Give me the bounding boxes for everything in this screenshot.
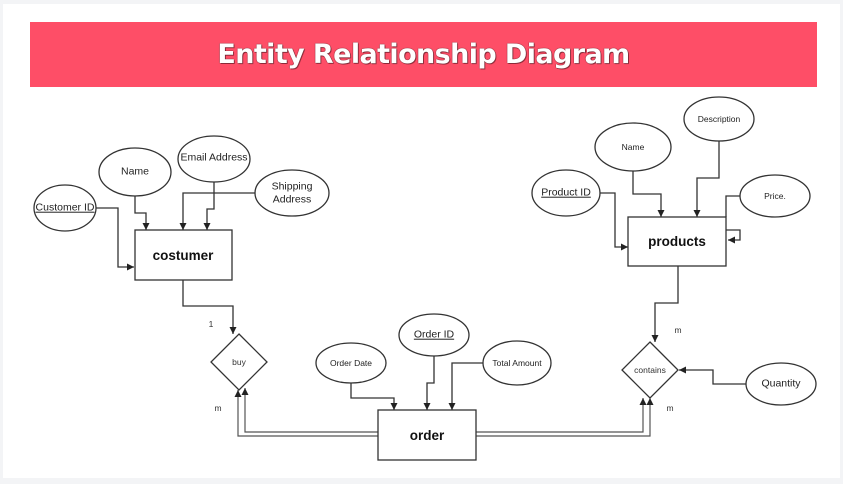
attr-quantity bbox=[745, 362, 817, 406]
connector-order-contains-inner bbox=[476, 398, 647, 433]
label-order-id: Order ID bbox=[413, 328, 455, 341]
connector-order-date bbox=[350, 383, 398, 410]
attr-product-name bbox=[594, 122, 672, 172]
connector-order-contains-outer bbox=[476, 398, 654, 437]
cardinality-contains-products: m bbox=[674, 324, 682, 335]
attr-order-date bbox=[315, 342, 387, 384]
label-entity-products: products bbox=[648, 233, 706, 249]
label-product-id: Product ID bbox=[541, 186, 591, 199]
label-product-price: Price. bbox=[764, 190, 786, 201]
label-entity-customer: costumer bbox=[152, 247, 214, 263]
relationship-contains bbox=[621, 341, 679, 399]
connector-order-id bbox=[423, 356, 435, 410]
connector-order-buy-outer bbox=[234, 390, 378, 437]
connector-quantity-contains bbox=[679, 366, 746, 385]
cardinality-contains-order: m bbox=[666, 402, 674, 413]
label-quantity: Quantity bbox=[761, 377, 801, 390]
connector-customer-name bbox=[134, 196, 150, 230]
attr-customer-shipping bbox=[254, 169, 330, 217]
entity-products bbox=[627, 216, 727, 267]
label-customer-email: Email Address bbox=[180, 151, 248, 164]
connector-order-buy-inner bbox=[241, 388, 378, 433]
attr-customer-name bbox=[98, 147, 172, 197]
connector-customer-id bbox=[96, 207, 134, 271]
relationship-buy bbox=[210, 333, 268, 391]
attr-customer-email bbox=[177, 135, 251, 183]
attr-product-price bbox=[739, 174, 811, 218]
attr-order-id bbox=[398, 313, 470, 357]
attr-product-description bbox=[683, 96, 755, 142]
label-entity-order: order bbox=[409, 427, 445, 443]
diagram-title: Entity Relationship Diagram bbox=[217, 39, 630, 70]
entity-customer bbox=[134, 229, 233, 281]
label-product-description: Description bbox=[697, 113, 741, 124]
attr-order-total bbox=[482, 340, 552, 386]
title-banner: Entity Relationship Diagram bbox=[30, 22, 817, 87]
cardinality-buy-customer: 1 bbox=[208, 318, 214, 329]
connector-customer-buy bbox=[182, 280, 237, 334]
attr-product-id bbox=[531, 169, 601, 217]
connector-customer-shipping bbox=[179, 192, 256, 230]
label-order-date: Order Date bbox=[329, 357, 373, 368]
connector-products-contains bbox=[651, 266, 679, 342]
entity-order bbox=[377, 409, 477, 461]
connector-order-total bbox=[448, 362, 483, 410]
label-customer-name: Name bbox=[120, 165, 150, 178]
connector-customer-email bbox=[203, 182, 215, 230]
connector-product-self bbox=[726, 229, 741, 244]
attr-customer-id bbox=[33, 184, 97, 232]
label-order-total: Total Amount bbox=[492, 357, 542, 368]
label-customer-shipping: Shipping Address bbox=[271, 180, 313, 205]
label-relationship-buy: buy bbox=[232, 356, 246, 367]
label-product-name: Name bbox=[621, 141, 645, 152]
label-relationship-contains: contains bbox=[634, 364, 666, 375]
connector-product-price bbox=[725, 195, 740, 217]
label-customer-id: Customer ID bbox=[35, 201, 95, 214]
connector-product-description bbox=[693, 141, 720, 217]
connector-product-name bbox=[632, 170, 665, 217]
connector-product-id bbox=[600, 192, 628, 251]
cardinality-buy-order: m bbox=[214, 402, 222, 413]
